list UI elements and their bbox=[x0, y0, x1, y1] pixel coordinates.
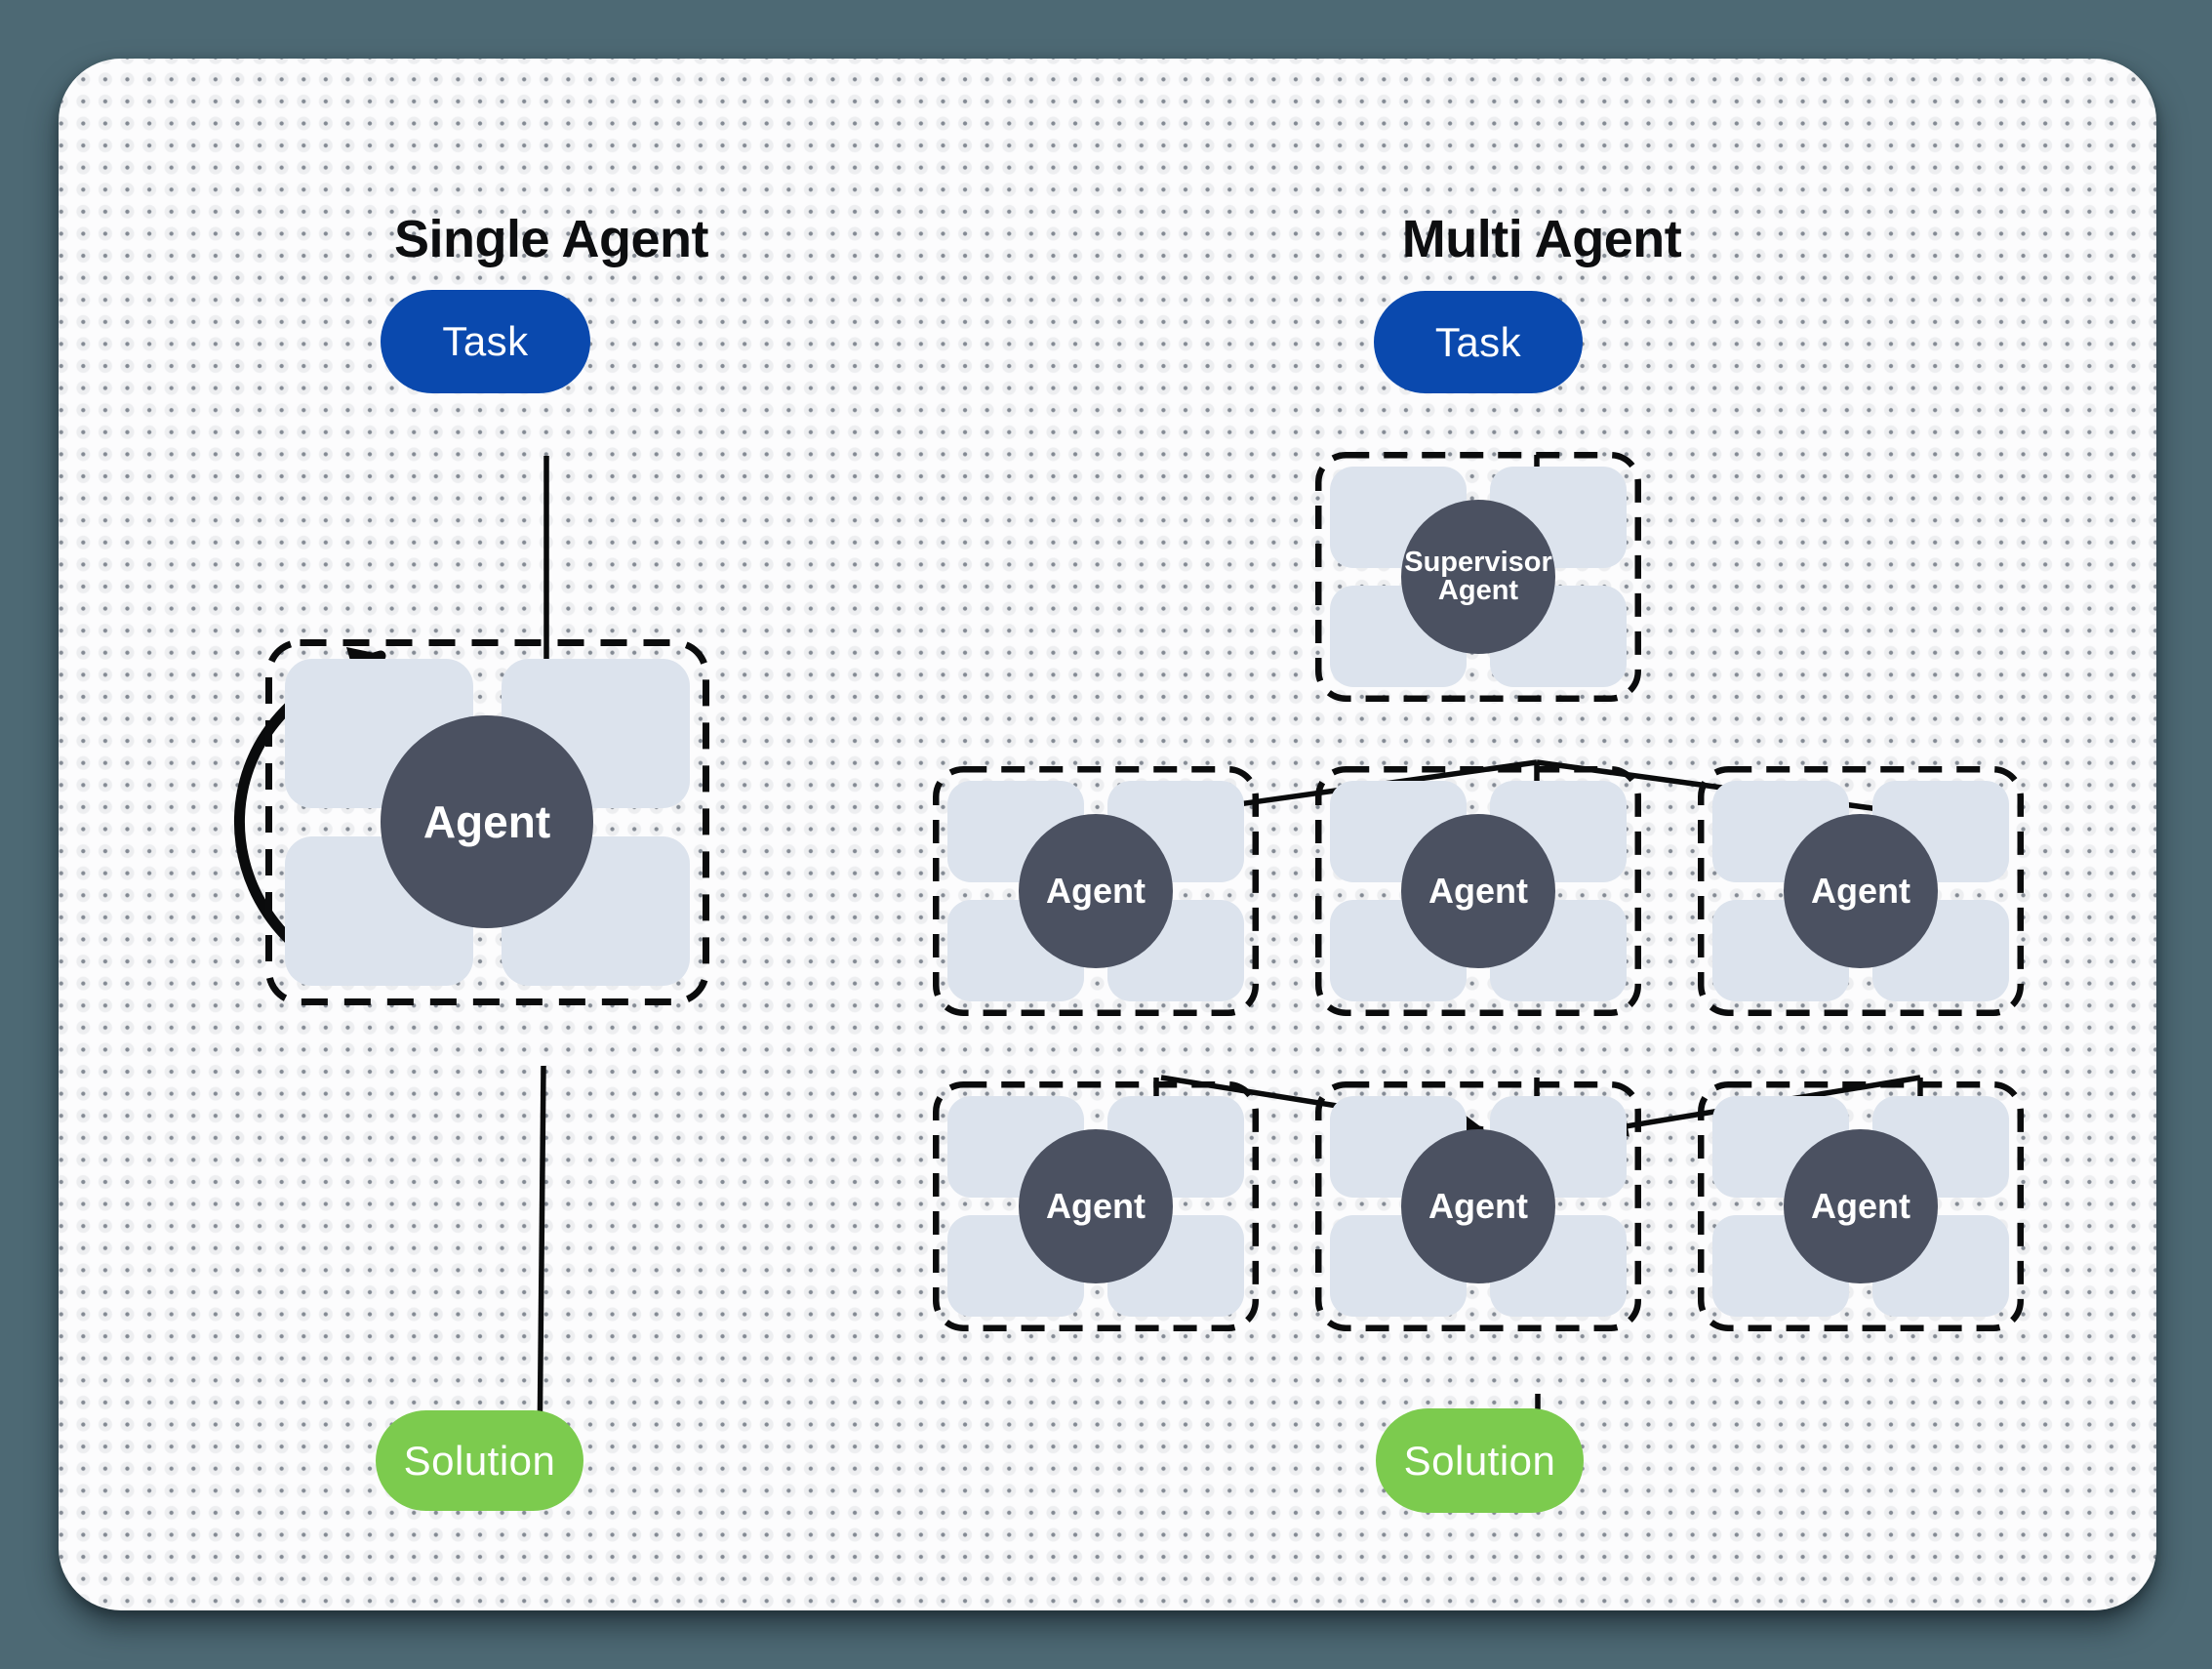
agent-circle: Agent bbox=[1401, 814, 1555, 968]
task-label: Task bbox=[1434, 318, 1522, 365]
supervisor-label-line1: Supervisor bbox=[1404, 547, 1552, 578]
agent-box-1: Agent bbox=[933, 766, 1259, 1016]
agent-label: Agent bbox=[1428, 1186, 1528, 1226]
supervisor-agent-circle: Supervisor Agent bbox=[1401, 500, 1555, 654]
single-agent-title: Single Agent bbox=[393, 210, 709, 268]
solution-label: Solution bbox=[1403, 1437, 1556, 1484]
task-node-single: Task bbox=[381, 290, 590, 393]
agent-circle: Agent bbox=[1401, 1129, 1555, 1283]
dashed-border bbox=[1315, 766, 1641, 1016]
agent-circle: Agent bbox=[1019, 1129, 1173, 1283]
dashed-border bbox=[1315, 452, 1641, 702]
supervisor-label-line2: Agent bbox=[1437, 575, 1519, 606]
agent-circle: Agent bbox=[1784, 1129, 1938, 1283]
solution-node-multi: Solution bbox=[1376, 1408, 1584, 1513]
dashed-border bbox=[1698, 766, 2024, 1016]
agent-box-2: Agent bbox=[1315, 766, 1641, 1016]
dashed-border bbox=[265, 639, 709, 1005]
dashed-border bbox=[933, 766, 1259, 1016]
agent-label: Agent bbox=[1811, 871, 1910, 911]
agent-label: Agent bbox=[422, 796, 551, 847]
dashed-border bbox=[1315, 1081, 1641, 1331]
agent-box-6: Agent bbox=[1698, 1081, 2024, 1331]
supervisor-agent-box: Supervisor Agent bbox=[1315, 452, 1641, 702]
agent-label: Agent bbox=[1046, 871, 1146, 911]
solution-node-single: Solution bbox=[376, 1410, 583, 1511]
multi-agent-title: Multi Agent bbox=[1401, 210, 1682, 268]
task-label: Task bbox=[442, 318, 529, 364]
arrow-agent-to-solution-single bbox=[528, 1065, 551, 1458]
dashed-border bbox=[933, 1081, 1259, 1331]
task-node-multi: Task bbox=[1374, 291, 1583, 393]
agent-box-5: Agent bbox=[1315, 1081, 1641, 1331]
agent-label: Agent bbox=[1046, 1186, 1146, 1226]
agent-circle: Agent bbox=[1784, 814, 1938, 968]
agent-circle: Agent bbox=[381, 715, 593, 928]
solution-label: Solution bbox=[403, 1437, 556, 1484]
agent-box-4: Agent bbox=[933, 1081, 1259, 1331]
agent-label: Agent bbox=[1428, 871, 1528, 911]
agent-label: Agent bbox=[1811, 1186, 1910, 1226]
dotted-canvas: Single Agent Multi Agent bbox=[59, 59, 2156, 1610]
single-agent-box: Agent bbox=[265, 639, 709, 1005]
dashed-border bbox=[1698, 1081, 2024, 1331]
agent-box-3: Agent bbox=[1698, 766, 2024, 1016]
agent-circle: Agent bbox=[1019, 814, 1173, 968]
